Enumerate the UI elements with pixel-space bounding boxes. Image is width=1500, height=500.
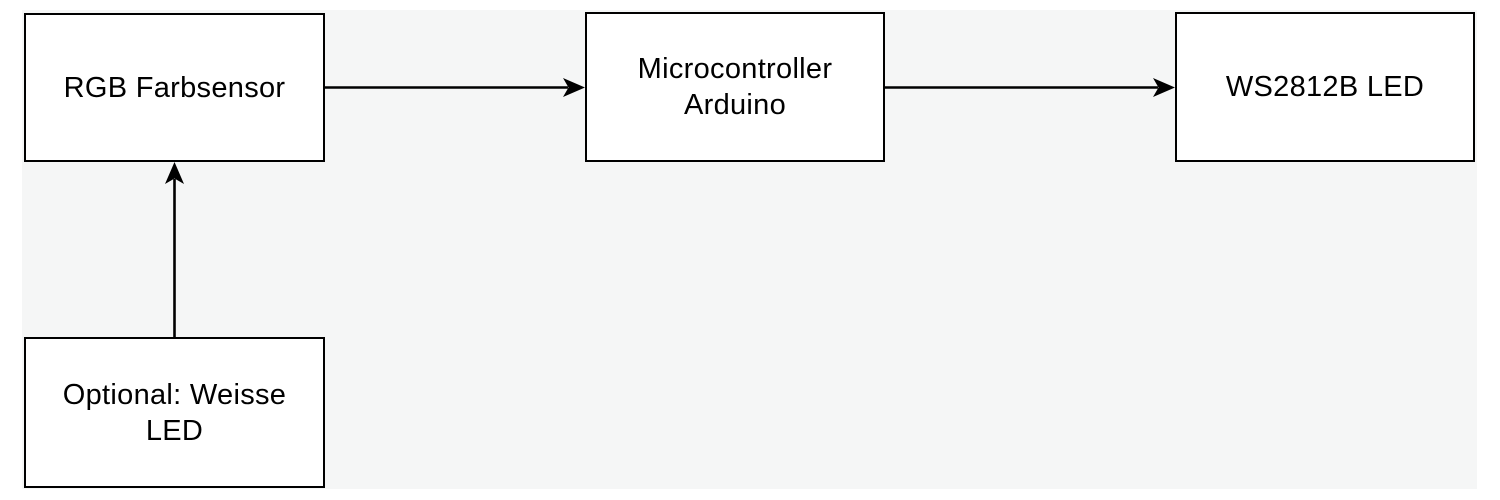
node-label-line2: Arduino: [683, 89, 787, 121]
node-label-line1: Optional: Weisse: [62, 378, 287, 411]
node-label-line1: Microcontroller: [637, 53, 833, 85]
node-ws2812b-led: WS2812B LED: [1175, 12, 1475, 162]
node-label: WS2812B LED: [1225, 71, 1425, 103]
node-microcontroller-arduino: Microcontroller Arduino: [585, 12, 885, 162]
node-label: RGB Farbsensor: [63, 71, 286, 104]
node-optional-weisse-led: Optional: Weisse LED: [24, 337, 325, 488]
node-label-line2: LED: [145, 414, 204, 447]
node-rgb-farbsensor: RGB Farbsensor: [24, 13, 325, 162]
